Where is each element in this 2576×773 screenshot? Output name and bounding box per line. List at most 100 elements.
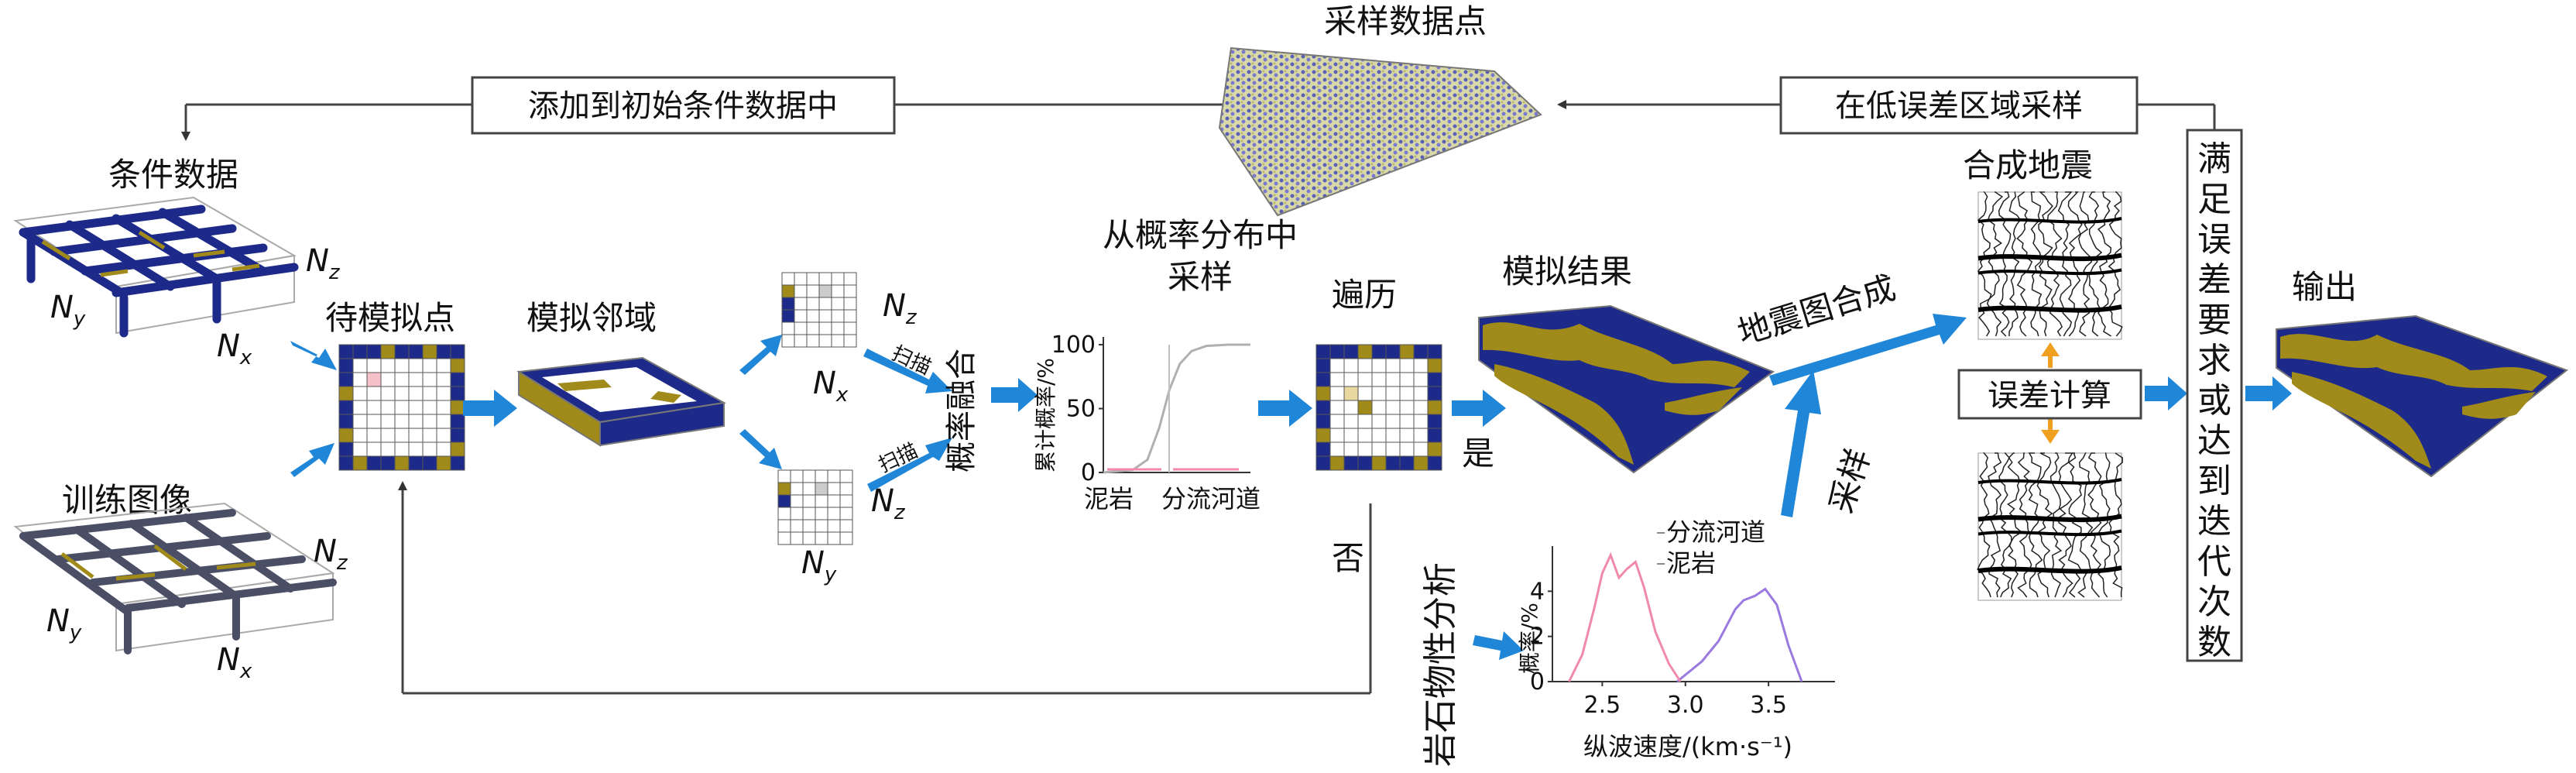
seismic-trace xyxy=(1988,452,2002,598)
cdf-curve xyxy=(1103,343,1250,474)
grid-cell xyxy=(352,414,368,429)
grid-cell xyxy=(380,358,396,373)
point-to-sim-grid xyxy=(338,344,465,471)
no-label: 否 xyxy=(1332,539,1364,577)
grid-cell xyxy=(1371,414,1387,429)
grid-cell xyxy=(422,455,437,471)
grid-cell xyxy=(1385,400,1401,415)
grid-cell xyxy=(1357,455,1373,471)
grid-cell xyxy=(422,344,437,359)
pdf-x-tick-label: 3.5 xyxy=(1750,692,1787,719)
grid-cell xyxy=(831,297,845,311)
grid-x-axes: Nz Nx xyxy=(813,288,918,407)
grid-cell xyxy=(380,441,396,457)
grid-cell xyxy=(422,372,437,387)
grid-x-neighborhood xyxy=(781,272,857,348)
grid-cell xyxy=(380,372,396,387)
grid-cell xyxy=(394,428,410,443)
grid-cell xyxy=(794,334,808,348)
grid-cell xyxy=(338,358,354,373)
grid-cell xyxy=(806,297,820,311)
grid-cell xyxy=(408,455,424,471)
condition-axes: Nz Ny Nx xyxy=(50,243,341,369)
grid-cell xyxy=(777,507,791,520)
error-calc-box: 误差计算 xyxy=(1957,369,2142,420)
grid-cell xyxy=(1315,344,1331,359)
grid-cell xyxy=(790,494,804,508)
cdf-y-axis-label: 累计概率/% xyxy=(1033,358,1058,472)
seismic-trace xyxy=(2038,191,2053,337)
grid-cell xyxy=(366,428,382,443)
grid-cell xyxy=(1413,386,1429,401)
seismic-trace xyxy=(2030,191,2043,337)
grid-cell xyxy=(352,372,368,387)
grid-cell xyxy=(338,400,354,415)
grid-cell xyxy=(839,482,853,496)
bottom-loop xyxy=(398,481,1372,695)
grid-cell xyxy=(450,372,465,387)
grid-cell xyxy=(1427,386,1442,401)
grid-cell xyxy=(408,441,424,457)
pdf-y-tick-label: 0 xyxy=(1530,668,1545,696)
svg-text:Nx: Nx xyxy=(217,642,252,683)
grid-cell xyxy=(422,428,437,443)
grid-cell xyxy=(422,414,437,429)
sim-neighborhood-label: 模拟邻域 xyxy=(527,299,657,337)
grid-cell xyxy=(394,455,410,471)
grid-cell xyxy=(1427,455,1442,471)
grid-cell xyxy=(366,386,382,401)
grid-cell xyxy=(802,531,816,545)
grid-cell xyxy=(777,482,791,496)
pdf-x-axis-label: 纵波速度/(km·s⁻¹) xyxy=(1583,732,1792,761)
seismic-trace xyxy=(1998,191,2012,337)
grid-cell xyxy=(1413,455,1429,471)
grid-cell xyxy=(380,428,396,443)
grid-cell xyxy=(843,284,857,298)
grid-cell xyxy=(794,272,808,286)
grid-cell xyxy=(450,386,465,401)
grid-cell xyxy=(408,400,424,415)
grid-cell xyxy=(380,386,396,401)
grid-cell xyxy=(831,272,845,286)
condition-data-grid xyxy=(13,196,299,338)
grid-cell xyxy=(818,272,832,286)
sim-neighborhood-frame xyxy=(516,356,727,447)
grid-cell xyxy=(450,441,465,457)
grid-cell xyxy=(1343,372,1359,387)
grid-cell xyxy=(777,531,791,545)
cdf-category-mudstone: 泥岩 xyxy=(1084,484,1134,514)
grid-cell xyxy=(843,321,857,335)
arrow-point-to-neighborhood xyxy=(463,390,517,427)
arrow-petro-to-pdf xyxy=(1473,631,1524,660)
grid-cell xyxy=(1371,441,1387,457)
add-to-initial-box: 添加到初始条件数据中 xyxy=(471,76,896,135)
grid-cell xyxy=(1357,386,1373,401)
grid-cell xyxy=(352,386,368,401)
grid-cell xyxy=(394,386,410,401)
grid-cell xyxy=(1357,428,1373,443)
grid-cell xyxy=(1357,344,1373,359)
arrow-scan-top xyxy=(863,349,952,393)
grid-cell xyxy=(1315,372,1331,387)
seismic-trace xyxy=(2008,191,2022,337)
grid-cell xyxy=(1385,372,1401,387)
arrow-sampling-up xyxy=(1781,370,1821,517)
grid-cell xyxy=(781,297,795,311)
grid-cell xyxy=(1329,414,1345,429)
grid-cell xyxy=(1329,358,1345,373)
arrow-criteria-to-output xyxy=(2245,376,2292,411)
feedback-loop xyxy=(181,100,2216,141)
grid-cell xyxy=(831,334,845,348)
grid-cell xyxy=(802,507,816,520)
grid-cell xyxy=(839,519,853,533)
grid-cell xyxy=(1399,400,1415,415)
grid-cell xyxy=(790,507,804,520)
grid-cell xyxy=(366,441,382,457)
grid-cell xyxy=(408,344,424,359)
cdf-category-channel: 分流河道 xyxy=(1161,484,1261,514)
grid-cell xyxy=(1343,428,1359,443)
grid-cell xyxy=(781,321,795,335)
grid-cell xyxy=(1343,414,1359,429)
grid-cell xyxy=(818,297,832,311)
